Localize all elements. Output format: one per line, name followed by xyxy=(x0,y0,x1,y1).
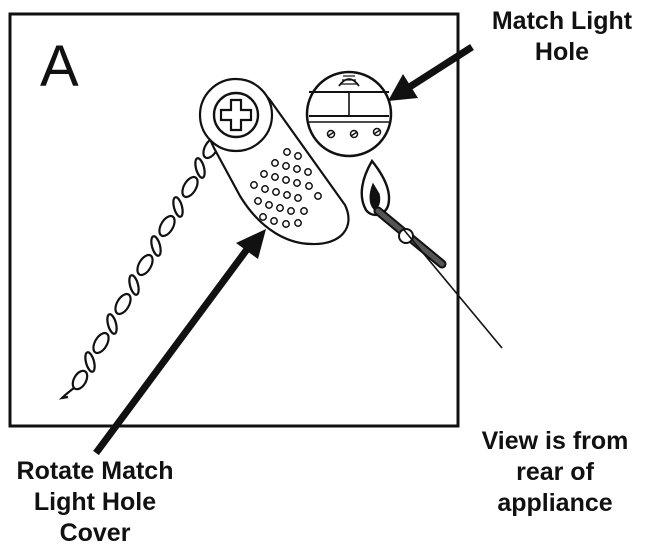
callout-line: appliance xyxy=(497,489,613,517)
callout-line: View is from xyxy=(481,427,629,455)
arrow-icon xyxy=(93,229,266,456)
panel-letter: A xyxy=(40,34,79,99)
view-note-label: View is from rear of appliance xyxy=(460,426,648,519)
match-light-hole-label: Match Light Hole xyxy=(480,6,644,68)
callout-line: Light Hole xyxy=(33,488,157,516)
callout-line: Hole xyxy=(534,38,590,66)
chain-icon xyxy=(58,136,220,400)
panel-frame xyxy=(8,12,460,428)
callout-line: Rotate Match xyxy=(16,457,174,485)
view-note-leader xyxy=(403,229,503,349)
rotate-cover-label: Rotate Match Light Hole Cover xyxy=(0,456,190,549)
cover-perforations xyxy=(250,148,322,228)
screw-icon xyxy=(198,77,274,153)
callout-line: Match Light xyxy=(491,7,633,35)
match-light-hole-detail xyxy=(305,70,393,158)
lit-match-icon xyxy=(360,158,447,269)
arrow-icon xyxy=(388,44,474,101)
callout-line: rear of xyxy=(516,458,594,486)
callout-line: Cover xyxy=(59,519,131,547)
